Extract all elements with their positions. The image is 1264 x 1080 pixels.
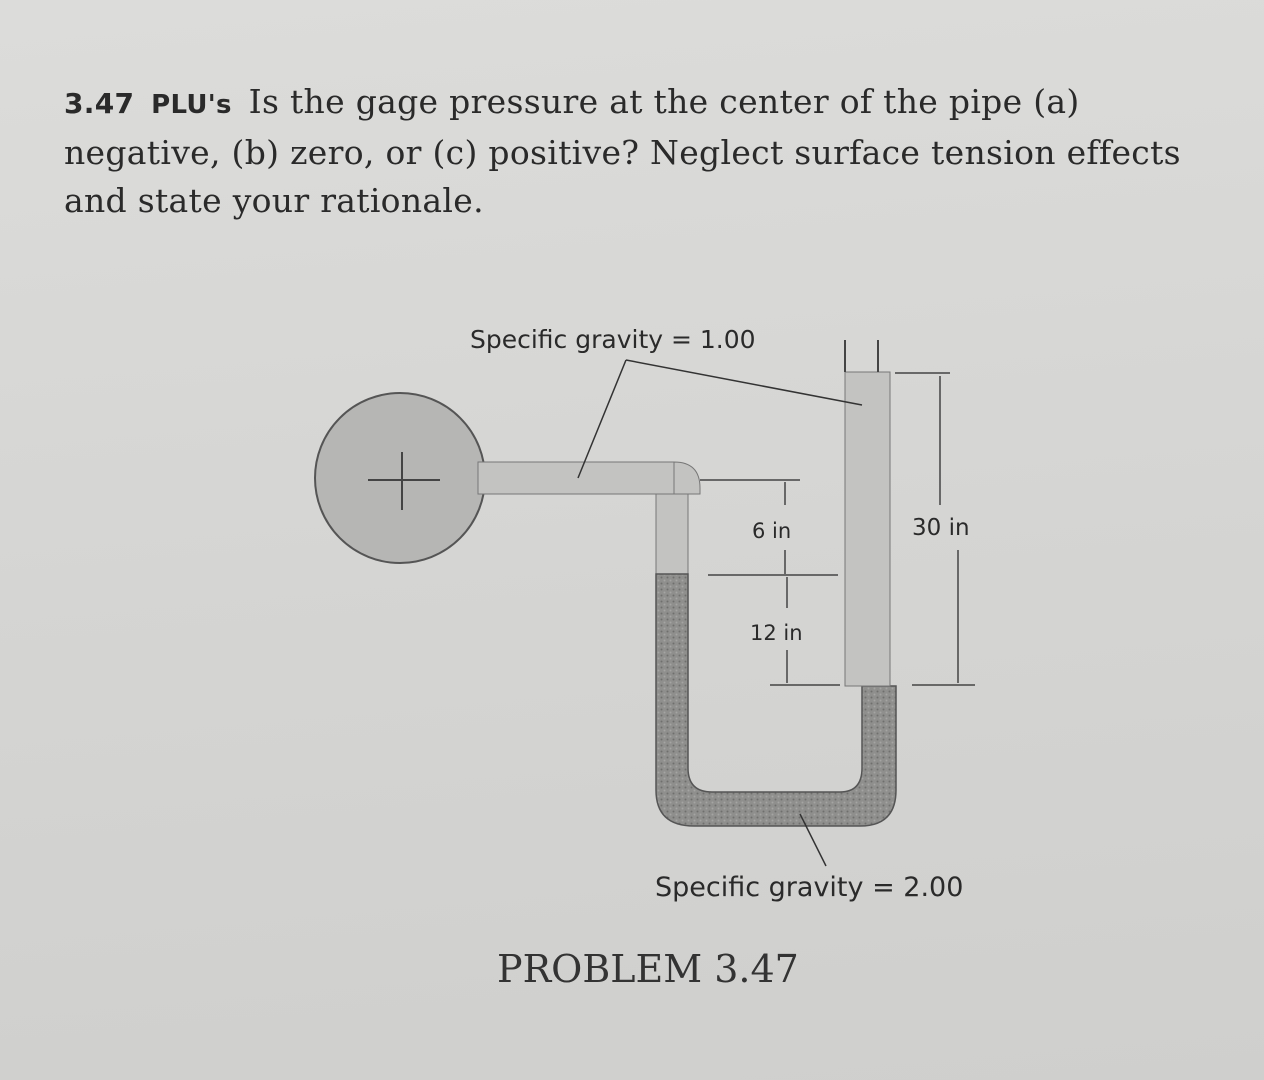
connecting-tube-horizontal (477, 461, 675, 495)
problem-number: 3.47 (64, 87, 135, 120)
tube-elbow (673, 461, 701, 495)
label-sg-bottom: Specific gravity = 2.00 (655, 872, 963, 903)
label-12-in: 12 in (750, 621, 803, 645)
figure-caption: PROBLEM 3.47 (497, 947, 799, 991)
leader-sg1-tube (625, 359, 863, 406)
heavy-fluid-u-bend (655, 573, 897, 827)
leader-sg2 (799, 813, 827, 867)
right-leg-water (844, 371, 891, 687)
left-leg-water (655, 493, 689, 575)
leader-sg1-pipe (577, 359, 627, 479)
problem-text: Is the gage pressure at the center of th… (64, 82, 1181, 220)
plus-tag: PLU's (151, 90, 232, 120)
label-sg-top: Specific gravity = 1.00 (470, 325, 756, 354)
label-30-in: 30 in (912, 515, 970, 541)
problem-statement: 3.47 PLU's Is the gage pressure at the c… (64, 78, 1224, 225)
pipe-circle (314, 392, 486, 564)
label-6-in: 6 in (752, 519, 791, 543)
